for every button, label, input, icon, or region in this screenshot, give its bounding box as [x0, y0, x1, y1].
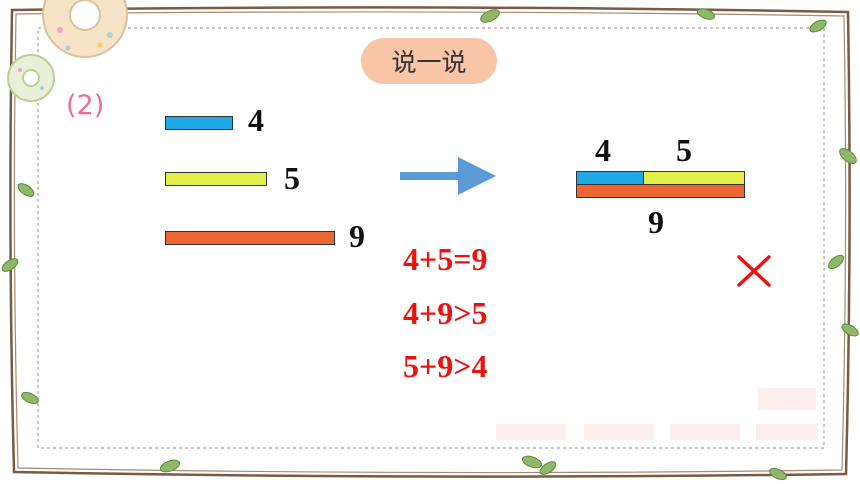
- combined-orange-bar: [576, 184, 745, 198]
- equation-2: 4+9>5: [403, 295, 488, 331]
- donut-decoration-large: [42, 0, 128, 58]
- equation-3: 5+9>4: [403, 348, 488, 384]
- orange-bar: [165, 231, 335, 245]
- donut-decoration-small: [7, 54, 55, 102]
- orange-bar-label: 9: [349, 218, 365, 254]
- yellow-bar: [165, 172, 267, 186]
- blue-bar: [165, 116, 233, 130]
- faint-block: [496, 424, 566, 440]
- faint-block: [756, 424, 818, 440]
- faint-block: [584, 424, 654, 440]
- combined-blue-bar: [576, 171, 644, 185]
- blue-bar-label: 4: [248, 102, 264, 138]
- combined-yellow-bar: [643, 171, 745, 185]
- combined-top-right-label: 5: [676, 132, 692, 168]
- combined-top-left-label: 4: [595, 132, 611, 168]
- combined-bottom-label: 9: [648, 204, 664, 240]
- right-arrow-icon: [400, 157, 496, 195]
- question-number: (2): [66, 90, 105, 121]
- faint-block: [758, 388, 816, 410]
- faint-block: [670, 424, 740, 440]
- yellow-bar-label: 5: [284, 160, 300, 196]
- equation-1: 4+5=9: [403, 241, 488, 277]
- page-title: 说一说: [361, 38, 497, 84]
- cross-icon: [737, 255, 771, 287]
